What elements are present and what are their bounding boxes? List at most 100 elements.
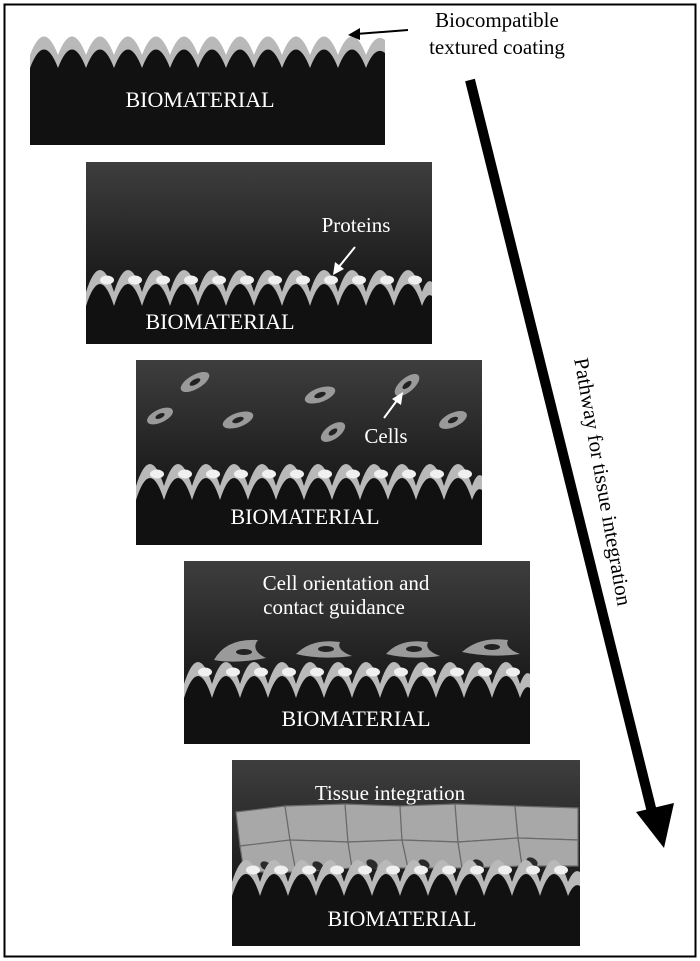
protein [450, 667, 464, 677]
protein [402, 469, 416, 479]
panel-1: BIOMATERIAL Biocompatible textured coati… [30, 8, 565, 145]
tissue-cell [284, 803, 349, 843]
pathway-label: Pathway for tissue integration [569, 356, 636, 608]
cells-pointer-arrow [383, 398, 399, 419]
panel-4-oriented-cells [214, 639, 520, 662]
protein [310, 667, 324, 677]
floating-cell [439, 411, 467, 429]
protein [338, 667, 352, 677]
protein [458, 469, 472, 479]
protein [554, 865, 568, 875]
tissue-integration-label: Tissue integration [315, 781, 466, 805]
protein [226, 667, 240, 677]
protein [422, 667, 436, 677]
floating-cell [222, 411, 254, 429]
panel-5-biomaterial-label: BIOMATERIAL [327, 906, 476, 931]
panel-4: Cell orientation and contact guidance BI… [184, 561, 530, 744]
panel-2: Proteins BIOMATERIAL [86, 162, 432, 344]
protein [198, 667, 212, 677]
coating-annotation-line-2: textured coating [429, 35, 565, 59]
pathway-arrow-shaft [465, 78, 657, 814]
proteins-label: Proteins [322, 213, 391, 237]
tissue-cell [454, 803, 519, 843]
coating-annotation-line-1: Biocompatible [435, 8, 559, 32]
panel-4-proteins [198, 667, 520, 677]
protein [430, 469, 444, 479]
tissue-cell [514, 805, 579, 841]
nucleus [366, 859, 378, 869]
protein [302, 865, 316, 875]
protein [526, 865, 540, 875]
protein [352, 275, 366, 285]
panel-1-biomaterial-surface [30, 49, 385, 145]
panel-1-biomaterial-label: BIOMATERIAL [125, 87, 274, 112]
coating-pointer-arrowhead [348, 28, 360, 40]
protein [156, 275, 170, 285]
protein [178, 469, 192, 479]
protein [346, 469, 360, 479]
protein [470, 865, 484, 875]
oriented-cell [214, 639, 266, 662]
protein [386, 865, 400, 875]
panel-5-proteins [246, 865, 568, 875]
protein [478, 667, 492, 677]
protein [442, 865, 456, 875]
protein [254, 667, 268, 677]
figure-frame [3, 3, 697, 958]
oriented-cell [386, 641, 440, 658]
protein [262, 469, 276, 479]
protein [408, 275, 422, 285]
protein [290, 469, 304, 479]
panel-3: Cells BIOMATERIAL [136, 360, 482, 545]
orientation-annotation-line-1: Cell orientation and [263, 571, 430, 595]
protein [274, 865, 288, 875]
protein [128, 275, 142, 285]
panel-5: Tissue integration BIOMATERIAL [232, 760, 580, 946]
panel-3-biomaterial-surface [136, 478, 482, 545]
oriented-cell [462, 639, 520, 656]
pathway-arrowhead [636, 803, 674, 848]
floating-cell [304, 386, 336, 404]
proteins-pointer-arrow [337, 246, 356, 269]
panel-3-proteins [150, 469, 472, 479]
panel-4-biomaterial-surface [184, 676, 530, 744]
protein [184, 275, 198, 285]
panel-2-biomaterial-label: BIOMATERIAL [145, 309, 294, 334]
cells-label: Cells [364, 424, 407, 448]
tissue-cell [399, 803, 459, 843]
protein [324, 275, 338, 285]
panel-4-biomaterial-label: BIOMATERIAL [281, 706, 430, 731]
protein [150, 469, 164, 479]
protein [212, 275, 226, 285]
protein [394, 667, 408, 677]
oriented-cell [296, 641, 352, 658]
coating-pointer-arrow [355, 29, 409, 35]
protein [374, 469, 388, 479]
floating-cell [147, 407, 173, 425]
floating-cell [394, 373, 420, 397]
protein [206, 469, 220, 479]
protein [358, 865, 372, 875]
panel-5-tissue-layer [235, 803, 579, 873]
tissue-cell [235, 805, 291, 847]
tissue-cell [344, 803, 403, 843]
protein [246, 865, 260, 875]
panel-2-biomaterial-surface [86, 284, 432, 344]
protein [498, 865, 512, 875]
protein [330, 865, 344, 875]
panel-2-proteins [100, 275, 422, 285]
floating-cell [320, 422, 346, 442]
protein [100, 275, 114, 285]
protein [240, 275, 254, 285]
orientation-annotation-line-2: contact guidance [263, 595, 405, 619]
protein [380, 275, 394, 285]
protein [296, 275, 310, 285]
protein [414, 865, 428, 875]
cells-pointer-arrowhead [392, 392, 403, 405]
panel-3-biomaterial-label: BIOMATERIAL [230, 504, 379, 529]
panel-3-cells [147, 371, 467, 442]
proteins-pointer-arrowhead [333, 262, 344, 275]
protein [366, 667, 380, 677]
protein [318, 469, 332, 479]
